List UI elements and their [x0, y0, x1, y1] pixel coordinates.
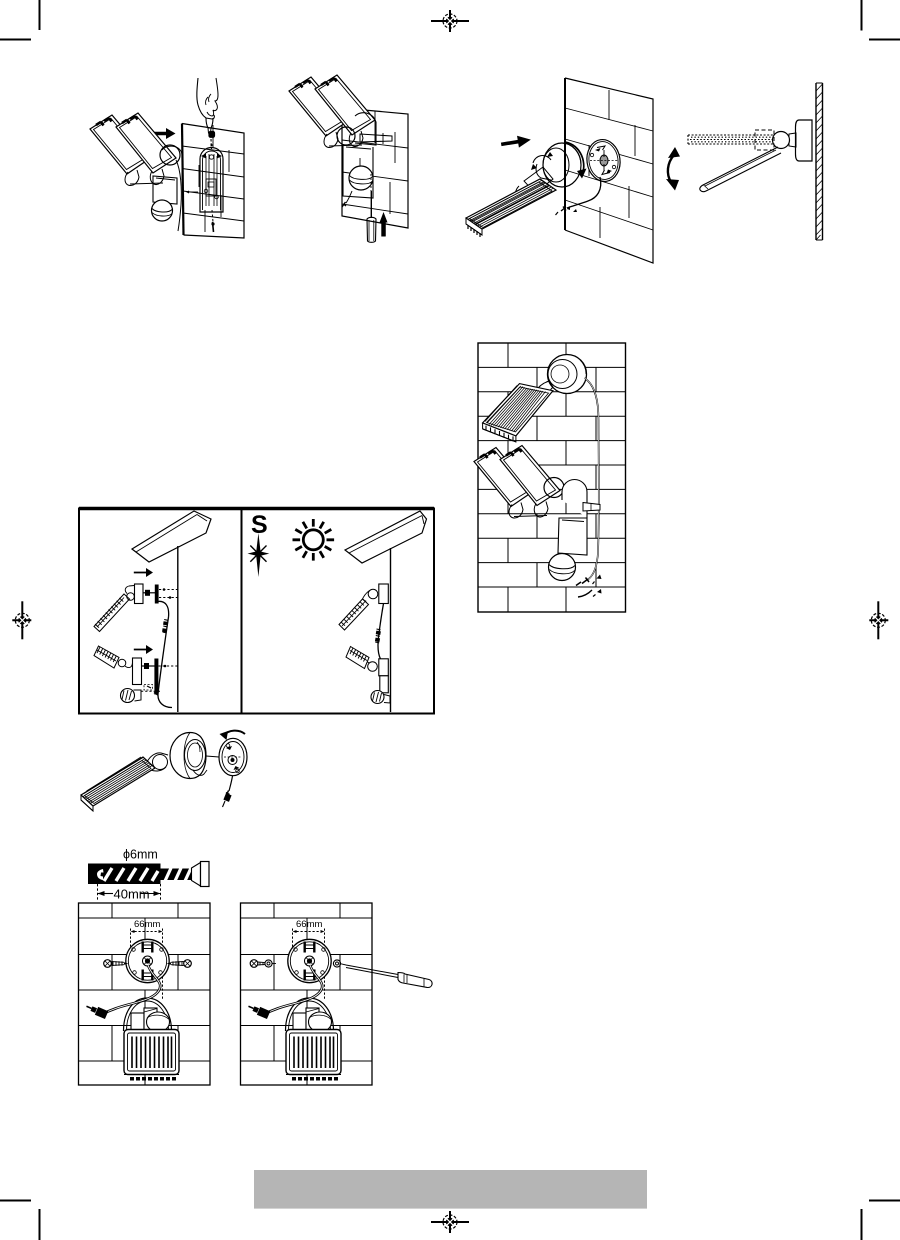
- svg-text:S: S: [251, 511, 268, 539]
- svg-text:ϕ6mm: ϕ6mm: [123, 848, 158, 862]
- svg-text:40mm: 40mm: [114, 887, 150, 902]
